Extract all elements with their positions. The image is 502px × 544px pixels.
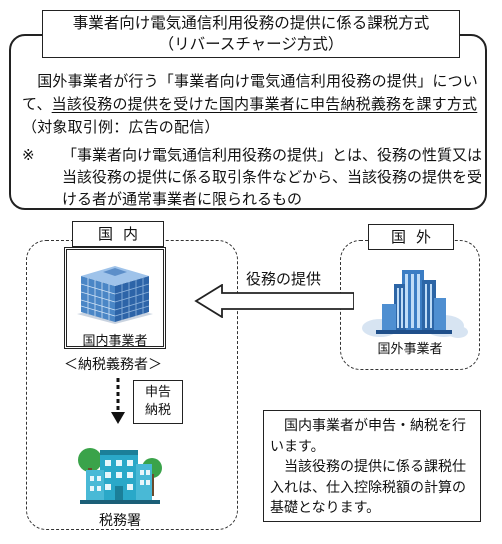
tax-office-icon xyxy=(78,448,162,504)
description: 国外事業者が行う「事業者向け電気通信利用役務の提供」について、当該役務の提供を受… xyxy=(22,70,484,139)
declare-arrow-icon xyxy=(111,378,125,424)
note-text: 「事業者向け電気通信利用役務の提供」とは、役務の性質又は当該役務の提供に係る取引… xyxy=(62,146,483,208)
info-line2: 当該役務の提供に係る課税仕入れは、仕入控除税額の計算の基礎となります。 xyxy=(270,459,466,516)
domestic-business-box xyxy=(64,247,166,349)
service-provision-label: 役務の提供 xyxy=(246,270,322,288)
title-box: 事業者向け電気通信利用役務の提供に係る課税方式 （リバースチャージ方式） xyxy=(42,10,460,58)
title-line2: （リバースチャージ方式） xyxy=(158,35,344,53)
description-part3: （対象取引例：広告の配信） xyxy=(22,118,220,136)
note: ※ 「事業者向け電気通信利用役務の提供」とは、役務の性質又は当該役務の提供に係る… xyxy=(22,144,484,210)
foreign-building-icon xyxy=(362,270,468,338)
taxpayer-label: ＜納税義務者＞ xyxy=(64,357,162,373)
domestic-label: 国内 xyxy=(72,221,164,247)
foreign-business-caption: 国外事業者 xyxy=(377,342,443,357)
declare-label: 申告 xyxy=(144,385,171,400)
info-box: 国内事業者が申告・納税を行います。 当該役務の提供に係る課税仕入れは、仕入控除税… xyxy=(263,410,481,522)
foreign-label: 国外 xyxy=(368,224,454,250)
declare-pay-box: 申告 納税 xyxy=(133,380,183,424)
title-line1: 事業者向け電気通信利用役務の提供に係る課税方式 xyxy=(72,14,430,32)
note-mark: ※ xyxy=(22,146,35,164)
description-underlined: 当該役務の提供を受けた国内事業者に申告納税義務を課す方式 xyxy=(51,95,478,113)
description-part1: 国外事業者が行う「事業者向け電気通信利用役務の提供」について、 xyxy=(22,72,479,113)
office-building-icon xyxy=(77,266,153,324)
info-line1: 国内事業者が申告・納税を行います。 xyxy=(270,418,466,455)
tax-office-caption: 税務署 xyxy=(99,513,141,529)
pay-label: 納税 xyxy=(144,403,171,418)
domestic-business-caption: 国内事業者 xyxy=(82,334,148,349)
service-arrow-icon xyxy=(194,284,354,318)
